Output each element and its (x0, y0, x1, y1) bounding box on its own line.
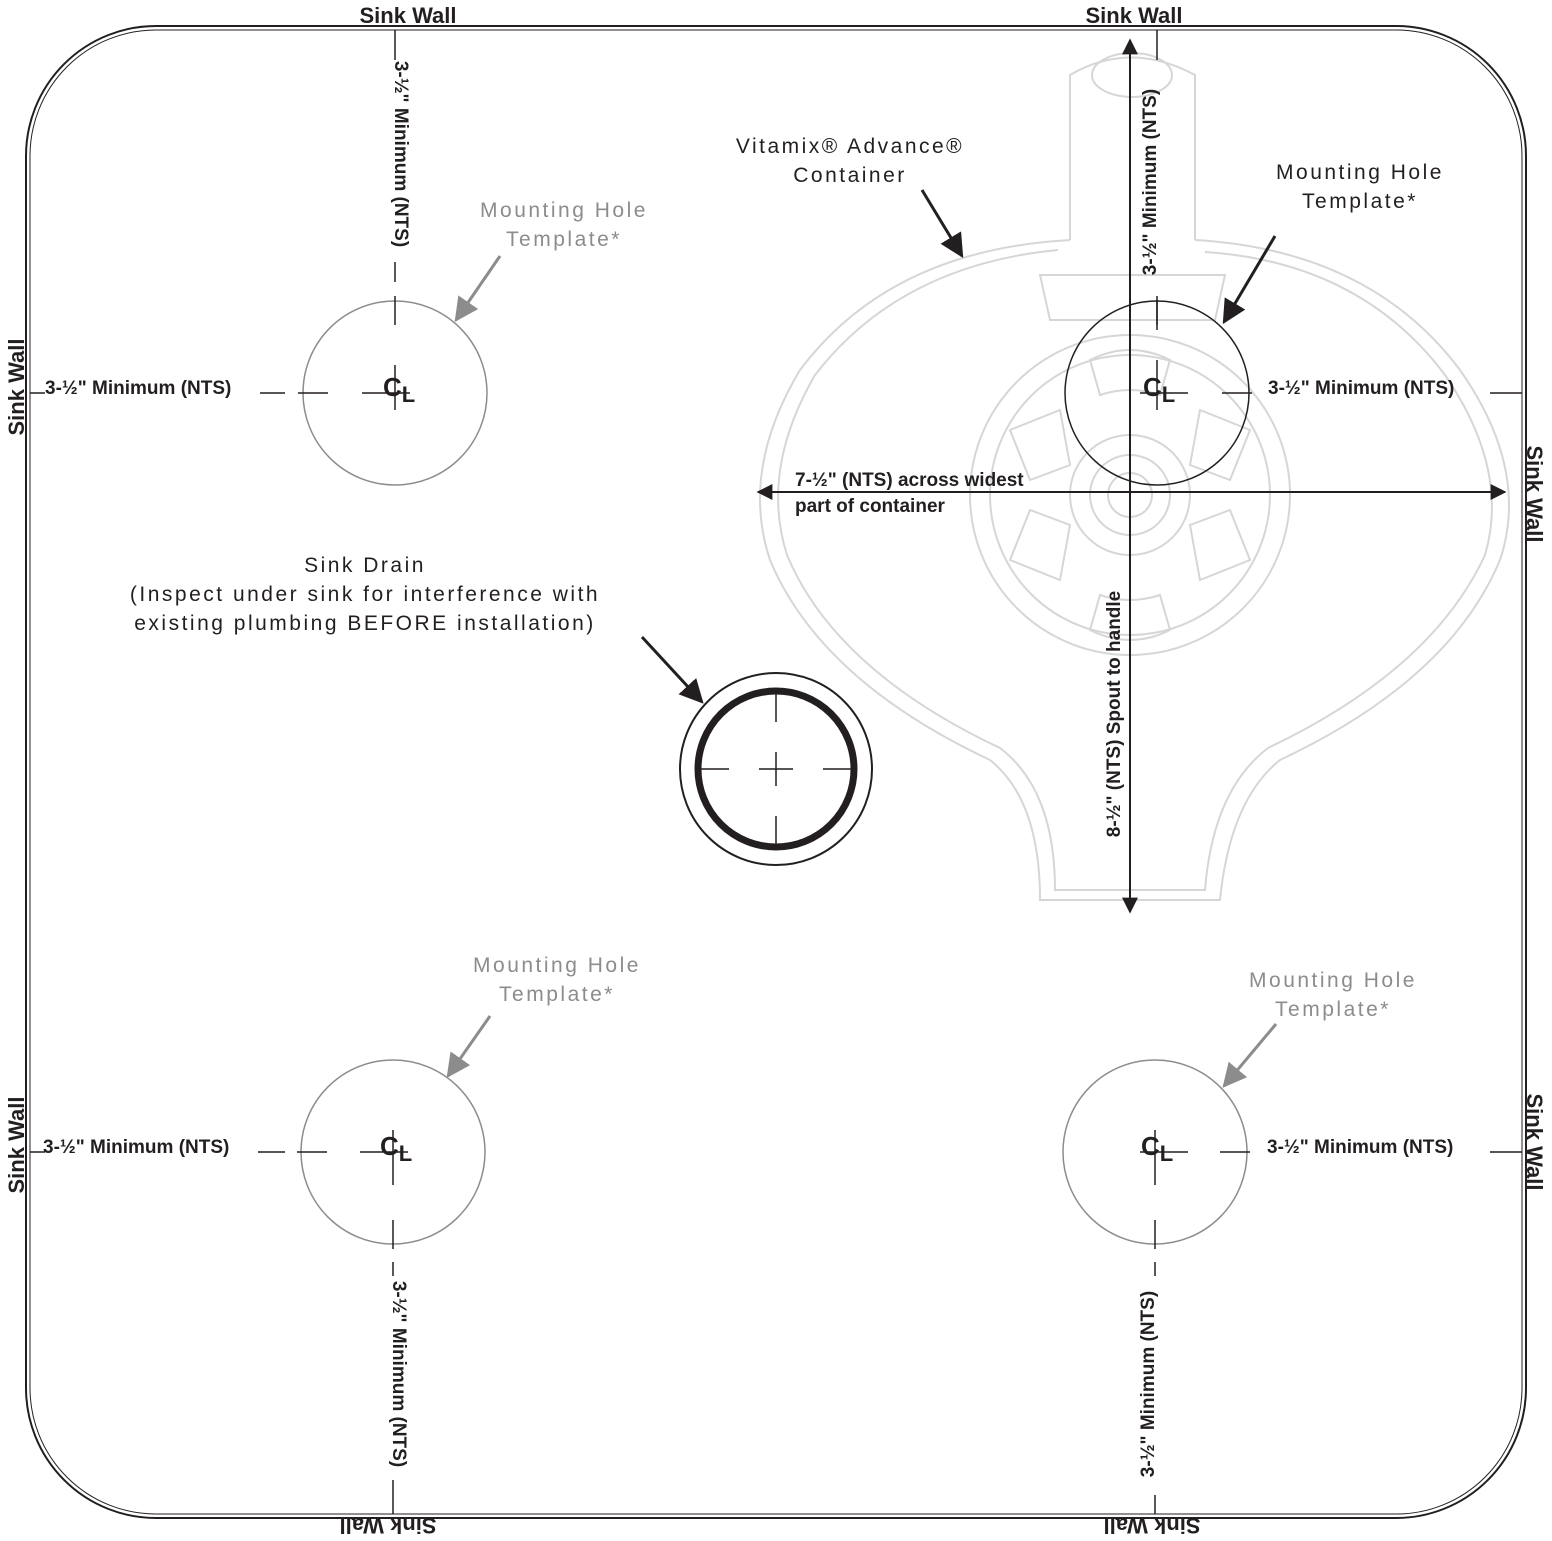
min-dimension-bottom-left: 3-½" Minimum (NTS) (388, 1280, 409, 1468)
sink-outline-inner (29, 29, 1523, 1515)
sink-drain-line2: (Inspect under sink for interference wit… (129, 583, 601, 606)
mounting-hole-bottom-left (297, 1059, 486, 1249)
centerline-mark-bottom-left: CL (380, 1131, 413, 1167)
min-dimension-top-right: 3-½" Minimum (NTS) (1140, 88, 1161, 276)
min-dimension-left-bottom: 3-½" Minimum (NTS) (43, 1137, 230, 1158)
min-dimension-right-top: 3-½" Minimum (NTS) (1268, 378, 1455, 399)
sink-drain (679, 672, 873, 866)
sink-drain-line3: existing plumbing BEFORE installation) (134, 612, 596, 635)
min-dimension-left-top: 3-½" Minimum (NTS) (45, 378, 232, 399)
sink-wall-top-right-label: Sink Wall (1085, 3, 1183, 28)
sink-wall-left-bottom-label: Sink Wall (4, 1096, 29, 1194)
min-dimension-bottom-right: 3-½" Minimum (NTS) (1138, 1290, 1159, 1478)
mounting-hole-line2: Template* (499, 983, 615, 1006)
container-label: Vitamix® Advance® Container (700, 132, 1000, 190)
width-dimension-line1: 7-½" (NTS) across widest (795, 470, 1024, 491)
mounting-hole-leader-arrow-tr (1222, 235, 1277, 325)
container-label-line2: Container (793, 164, 907, 187)
mounting-hole-line1: Mounting Hole (1276, 161, 1444, 184)
sink-wall-right-bottom-label: Sink Wall (1522, 1093, 1547, 1191)
container-leader-arrow (920, 189, 964, 259)
width-dimension-line2: part of container (795, 496, 945, 517)
centerline-mark-bottom-right: CL (1141, 1131, 1174, 1167)
sink-wall-bottom-right-label: Sink Wall (1103, 1513, 1201, 1538)
sink-drain-line1: Sink Drain (304, 554, 426, 577)
mounting-hole-leader-arrow-br (1222, 1023, 1278, 1088)
sink-drain-label: Sink Drain (Inspect under sink for inter… (52, 551, 678, 638)
mounting-hole-bottom-right (1062, 1059, 1250, 1249)
mounting-hole-label-top-left: Mounting Hole Template* (444, 196, 684, 254)
min-dimension-right-bottom: 3-½" Minimum (NTS) (1267, 1137, 1454, 1158)
mounting-hole-line1: Mounting Hole (473, 954, 641, 977)
centerline-mark-top-left: CL (383, 372, 416, 408)
mounting-hole-label-top-right: Mounting Hole Template* (1240, 158, 1480, 216)
mounting-hole-line1: Mounting Hole (480, 199, 648, 222)
sink-outline-outer (25, 25, 1527, 1519)
mounting-hole-label-bottom-left: Mounting Hole Template* (437, 951, 677, 1009)
mounting-hole-leader-arrow-bl (446, 1015, 492, 1078)
centerline-mark-top-right: CL (1143, 372, 1176, 408)
mounting-hole-leader-arrow-tl (454, 255, 502, 322)
dimension-lines (30, 30, 1522, 1514)
sink-wall-left-top-label: Sink Wall (4, 338, 29, 436)
mounting-hole-line2: Template* (506, 228, 622, 251)
mounting-hole-label-bottom-right: Mounting Hole Template* (1213, 966, 1453, 1024)
sink-wall-right-top-label: Sink Wall (1522, 445, 1547, 543)
mounting-hole-line2: Template* (1275, 998, 1391, 1021)
container-label-line1: Vitamix® Advance® (735, 135, 965, 158)
mounting-hole-line1: Mounting Hole (1249, 969, 1417, 992)
sink-wall-top-left-label: Sink Wall (359, 3, 457, 28)
min-dimension-top-left: 3-½" Minimum (NTS) (390, 60, 411, 248)
height-dimension-label: 8-½" (NTS) Spout to handle (1104, 590, 1125, 838)
sink-wall-bottom-left-label: Sink Wall (339, 1513, 437, 1538)
width-dimension-label: 7-½" (NTS) across widest part of contain… (795, 468, 1024, 520)
drain-leader-arrow (640, 635, 704, 704)
mounting-hole-line2: Template* (1302, 190, 1418, 213)
mounting-hole-top-left (298, 296, 488, 486)
